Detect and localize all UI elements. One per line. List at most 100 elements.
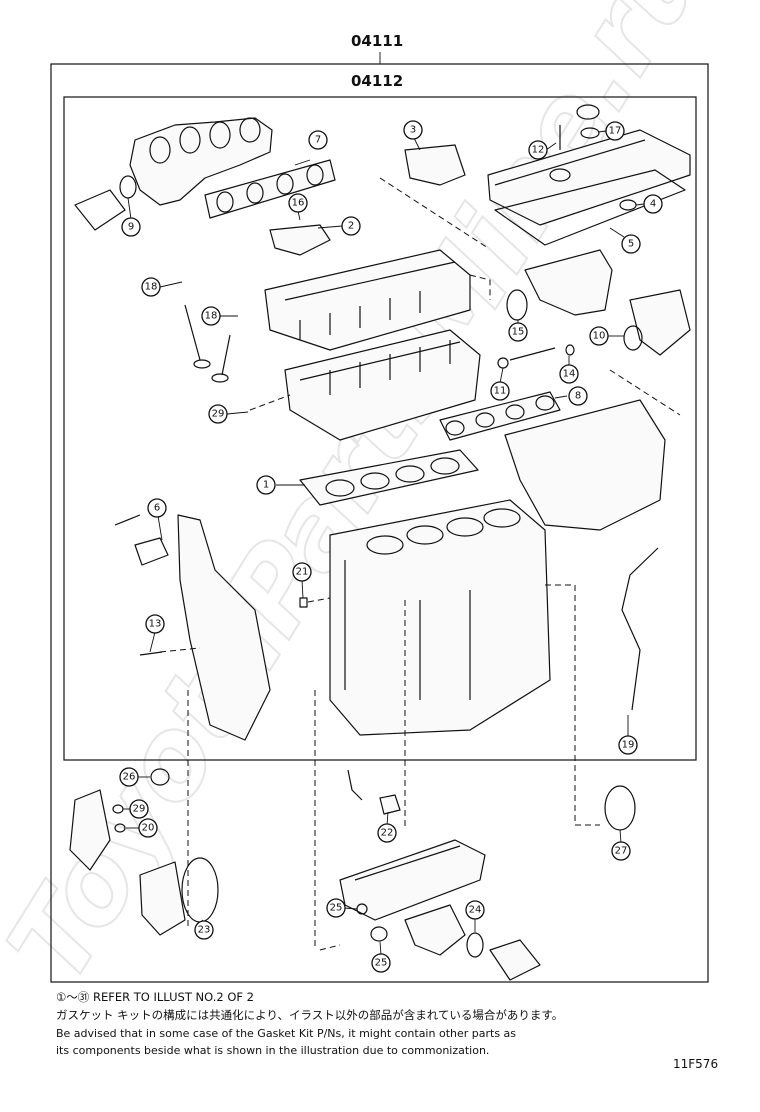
svg-text:22: 22 [381,828,394,839]
inner-assembly-code: 04112 [351,72,404,90]
exhaust-ring-gasket [119,175,137,199]
timing-gasket [134,537,169,566]
callout-14: 14 [559,364,579,384]
svg-text:11: 11 [494,386,507,397]
callout-19: 19 [618,735,638,755]
oring-14 [565,344,575,356]
svg-text:24: 24 [469,905,482,916]
callout-5: 5 [621,234,641,254]
svg-text:8: 8 [575,391,581,402]
grommet [619,199,637,211]
rear-oil-seal [604,785,636,831]
camshaft-housing [264,249,471,351]
svg-text:6: 6 [154,503,160,514]
dashed-guides [159,177,681,951]
callout-23: 23 [194,920,214,940]
callout-20: 20 [138,818,158,838]
callout-2: 2 [341,216,361,236]
svg-text:27: 27 [615,846,628,857]
throttle-body [524,249,613,316]
oil-strainer-gasket [379,794,401,815]
svg-text:25: 25 [330,903,343,914]
callout-12: 12 [528,140,548,160]
oring-20 [114,823,126,833]
svg-text:2: 2 [348,221,354,232]
injector [509,347,556,361]
insulator-11 [497,357,509,369]
svg-text:26: 26 [123,772,136,783]
callout-29b: 29 [129,799,149,819]
callout-4: 4 [643,194,663,214]
oil-strainer-pipe [347,769,363,801]
svg-text:18: 18 [145,282,158,293]
oil-dipstick-guide [621,547,659,711]
callout-17: 17 [605,121,625,141]
valve-cover-gasket [494,169,686,246]
callout-18a: 18 [141,277,161,297]
cap-gasket [580,127,600,139]
callout-13: 13 [145,614,165,634]
svg-text:9: 9 [128,222,134,233]
callout-6: 6 [147,498,167,518]
svg-text:10: 10 [593,331,606,342]
callout-24: 24 [465,900,485,920]
water-pump-housing [139,861,186,936]
callout-3: 3 [403,120,423,140]
note-japanese: ガスケット キットの構成には共通化により、イラスト以外の部品が含まれている場合が… [56,1008,564,1022]
callout-11: 11 [490,381,510,401]
bolt-13 [139,651,163,656]
callouts: 1 2 3 4 5 6 7 8 9 10 11 12 13 14 15 16 1… [119,120,663,973]
note-english-1: Be advised that in some case of the Gask… [56,1027,517,1040]
water-outlet [404,144,466,186]
water-inlet-gasket [506,289,528,321]
callout-9: 9 [121,217,141,237]
callout-16: 16 [288,193,308,213]
water-inlet [404,904,466,956]
svg-text:5: 5 [628,239,634,250]
callout-26: 26 [119,767,139,787]
callout-18b: 18 [201,306,221,326]
svg-text:12: 12 [532,145,545,156]
svg-text:29: 29 [133,804,146,815]
svg-text:16: 16 [292,198,305,209]
svg-text:14: 14 [563,369,576,380]
note-refer: ①～㉛ REFER TO ILLUST NO.2 OF 2 [56,990,254,1004]
oil-filler-cap [576,104,600,120]
valve-cover [487,129,691,226]
water-pump [69,789,111,871]
callout-10: 10 [589,326,609,346]
oring-25b [370,926,388,942]
intake-connector [629,289,691,356]
intake-manifold-gasket [439,391,561,441]
callout-25a: 25 [326,898,346,918]
outer-assembly-frame [50,63,709,983]
outer-assembly-code: 04111 [351,32,404,50]
timing-sensor [114,514,141,526]
timing-chain-cover [177,514,271,741]
svg-text:7: 7 [315,135,321,146]
svg-text:1: 1 [263,480,269,491]
svg-text:23: 23 [198,925,211,936]
cylinder-head-gasket [299,449,479,506]
callout-7: 7 [308,130,328,150]
cylinder-block [329,499,551,736]
svg-text:17: 17 [609,126,622,137]
svg-text:18: 18 [205,311,218,322]
svg-text:4: 4 [650,199,656,210]
water-pump-gasket [181,857,219,923]
water-inlet-gasket-24 [466,932,484,958]
svg-text:25: 25 [375,958,388,969]
svg-text:15: 15 [512,327,525,338]
exhaust-manifold [74,117,273,231]
svg-text:20: 20 [142,823,155,834]
callout-25b: 25 [371,953,391,973]
callout-29a: 29 [208,404,228,424]
svg-text:21: 21 [296,567,309,578]
callout-15: 15 [508,322,528,342]
bracket-part [269,224,331,256]
svg-text:13: 13 [149,619,162,630]
thermostat-housing [489,939,541,981]
oil-seal-26 [150,768,170,786]
leader-lines [123,130,645,956]
